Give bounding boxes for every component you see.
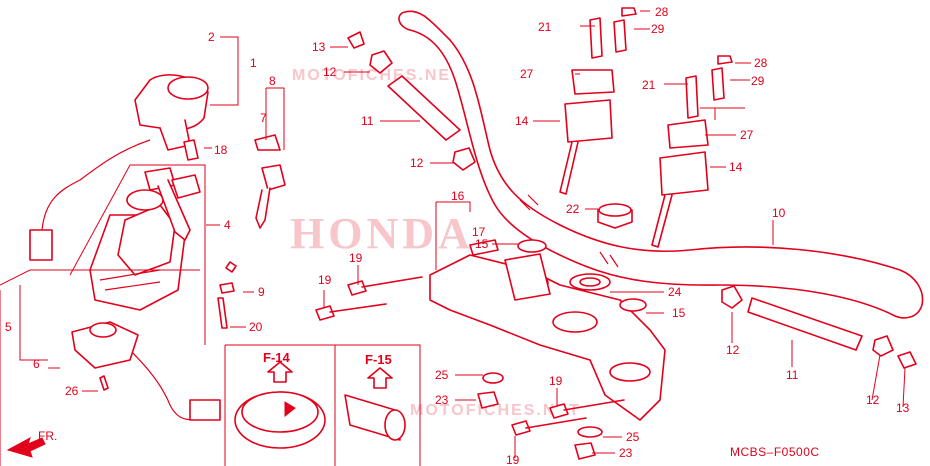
callout: 18 [214,143,228,157]
section-label-f14: F-14 [263,350,291,365]
callout: 6 [33,357,40,371]
callout: 11 [786,368,799,382]
callout: 1 [250,56,257,70]
ignition-keys [144,134,286,241]
callout: 15 [672,306,686,320]
callout: 19 [349,251,363,265]
callout: 9 [258,285,265,299]
callout: 8 [269,74,276,88]
callout: 17 [472,225,486,239]
callout: 26 [65,384,79,398]
front-label: FR. [38,429,57,443]
callout: 13 [896,401,910,415]
callout: 24 [668,285,682,299]
callout: 2 [208,30,215,44]
callouts: 2 1 8 7 18 4 9 20 5 6 26 13 12 11 12 16 … [5,5,910,466]
watermark-site-top: MOTOFICHES.NET [292,67,463,84]
watermark-site-bottom: MOTOFICHES.NET [410,402,581,419]
callout: 15 [475,237,489,251]
watermark-brand: HONDA [290,209,474,258]
callout: 13 [312,40,326,54]
callout: 5 [5,320,12,334]
callout: 29 [751,74,765,88]
callout: 19 [506,453,520,466]
callout: 29 [651,22,665,36]
callout: 12 [410,156,424,170]
callout: 25 [626,430,640,444]
bolts [315,276,625,436]
diagram-code: MCBS–F0500C [730,445,820,459]
callout: 14 [729,160,743,174]
grip-top [347,31,476,171]
ignition-switch [89,74,209,311]
lock-switch [71,321,139,391]
callout: 11 [361,114,374,128]
callout: 25 [435,368,449,382]
callout: 14 [515,114,529,128]
callout: 12 [726,343,740,357]
callout: 7 [260,111,267,125]
top-bridge [429,239,666,421]
callout: 22 [566,202,580,216]
callout: 4 [224,218,231,232]
callout: 28 [754,56,768,70]
stem-nut [597,203,633,229]
front-arrow: FR. [6,429,57,458]
callout: 16 [451,189,465,203]
callout: 10 [772,206,786,220]
upper-holder-right [559,7,637,195]
reference-boxes [224,344,421,466]
washers [477,239,647,460]
callout: 12 [323,65,337,79]
ignition-wiring [29,139,221,421]
group-brackets [0,164,206,466]
callout: 19 [318,273,332,287]
callout: 21 [642,78,656,92]
callout: 12 [866,393,880,407]
grip-bottom [721,285,917,369]
upper-holder-left [651,55,733,248]
section-label-f15: F-15 [365,352,392,367]
callout: 28 [655,5,669,19]
callout: 27 [520,67,534,81]
callout: 23 [619,446,633,460]
handlebar-pipe [398,10,924,319]
callout: 27 [740,128,754,142]
screws [183,139,237,329]
callout: 23 [435,393,449,407]
leader-lines [48,10,906,458]
callout: 19 [549,374,563,388]
callout: 21 [538,20,552,34]
callout: 20 [249,320,263,334]
